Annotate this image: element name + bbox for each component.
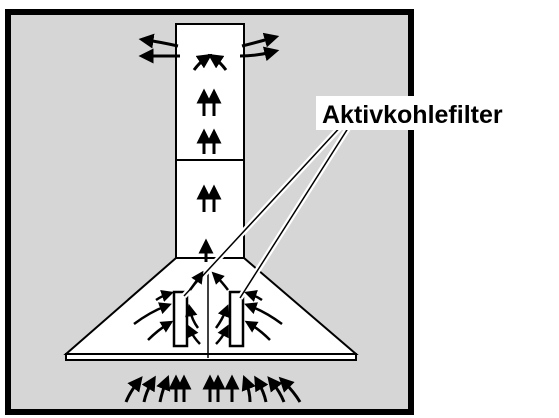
- arrow-icon: [187, 324, 201, 345]
- arrow-icon: [254, 375, 269, 403]
- arrow-icon: [278, 376, 302, 403]
- carbon-filter-right: [228, 290, 245, 348]
- callout-label: Aktivkohlefilter: [322, 101, 503, 129]
- arrow-icon: [141, 375, 156, 403]
- chimney-upper-section: [175, 23, 245, 161]
- callout-line-left-core: [183, 121, 346, 297]
- arrow-icon: [239, 46, 280, 62]
- arrow-icon: [188, 270, 204, 291]
- intake-arrows-bottom: [124, 374, 302, 403]
- arrow-icon: [244, 290, 263, 302]
- callout-label-background: [316, 96, 554, 130]
- exhaust-arrows-top: [138, 32, 280, 71]
- hood-bottom-edge: [65, 353, 357, 361]
- arrow-icon: [215, 324, 229, 345]
- arrow-icon: [155, 290, 174, 302]
- arrow-icon: [207, 53, 228, 71]
- arrow-icon: [241, 32, 280, 48]
- arrow-icon: [156, 375, 171, 403]
- arrow-icon: [211, 271, 229, 291]
- arrow-icon: [192, 53, 213, 71]
- callout-line-right-core: [239, 121, 353, 299]
- arrow-icon: [138, 33, 179, 49]
- chimney-arrows: [196, 88, 222, 262]
- arrow-icon: [124, 376, 143, 403]
- hood-arrows: [133, 270, 283, 345]
- carbon-filter-left: [172, 290, 189, 348]
- arrow-icon: [244, 320, 271, 341]
- arrow-icon: [133, 302, 172, 326]
- arrow-icon: [214, 304, 230, 329]
- arrow-icon: [241, 375, 256, 403]
- arrow-icon: [147, 320, 174, 341]
- arrow-icon: [244, 302, 283, 326]
